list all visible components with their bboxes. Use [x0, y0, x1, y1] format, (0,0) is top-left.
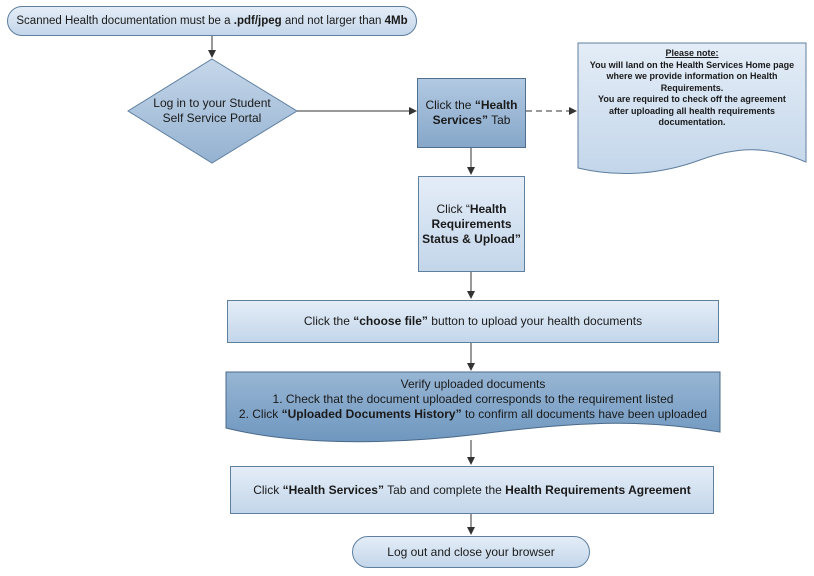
login-decision-shape: [127, 58, 298, 164]
note-text: Please note: You will land on the Health…: [582, 48, 802, 129]
choose-prefix: Click the: [303, 314, 354, 328]
status-prefix: Click “: [436, 201, 470, 216]
health-tab-bold-2: Services”: [432, 113, 488, 127]
status-line-2: Requirements: [431, 216, 512, 231]
note-title: Please note:: [665, 48, 719, 58]
health-tab-suffix: Tab: [487, 113, 511, 127]
verify-line-2-bold: “Uploaded Documents History”: [281, 406, 462, 421]
health-services-tab-step: Click the “Health Services” Tab: [417, 78, 526, 148]
note-line: where we provide information on Health: [606, 71, 778, 81]
verify-document-shape: [225, 371, 721, 443]
end-logout-pill: Log out and close your browser: [352, 536, 590, 568]
verify-line-2-prefix: 2. Click: [238, 406, 282, 421]
start-prefix: Scanned Health documentation must be a: [16, 14, 234, 27]
agreement-bold-2: Health Requirements Agreement: [505, 482, 691, 497]
health-tab-bold-1: “Health: [474, 98, 518, 112]
verify-line-1: 1. Check that the document uploaded corr…: [272, 391, 674, 406]
note-line: after uploading all health requirements: [608, 105, 776, 116]
agreement-middle: Tab and complete the: [383, 482, 506, 497]
start-size: 4Mb: [384, 14, 408, 27]
note-line: documentation.: [658, 117, 726, 127]
verify-title: Verify uploaded documents: [400, 376, 546, 391]
health-tab-prefix: Click the: [425, 98, 475, 112]
status-upload-step: Click “Health Requirements Status & Uplo…: [418, 176, 525, 272]
choose-suffix: button to upload your health documents: [427, 314, 643, 328]
verify-line-2-suffix: to confirm all documents have been uploa…: [461, 406, 708, 421]
note-line: Requirements.: [660, 82, 724, 93]
note-line: You will land on the Health Services Hom…: [589, 59, 795, 70]
start-requirement-pill: Scanned Health documentation must be a .…: [7, 6, 417, 36]
note-line: You are required to check off the agreem…: [598, 94, 786, 104]
agreement-step: Click “Health Services” Tab and complete…: [230, 466, 714, 514]
agreement-bold-1: “Health Services”: [282, 482, 384, 497]
login-decision-label: Log in to your Student Self Service Port…: [140, 90, 284, 132]
agreement-prefix: Click: [253, 482, 283, 497]
choose-bold: “choose file”: [353, 314, 428, 328]
choose-file-step: Click the “choose file” button to upload…: [227, 300, 719, 343]
end-label: Log out and close your browser: [387, 544, 555, 559]
note-document-shape: [577, 42, 807, 174]
verify-documents-step: Verify uploaded documents 1. Check that …: [228, 374, 718, 424]
status-line-3: Status & Upload”: [422, 231, 521, 246]
login-line-1: Log in to your Student: [153, 96, 271, 110]
login-line-2: Self Service Portal: [162, 111, 262, 125]
start-middle: and not larger than: [281, 14, 385, 27]
start-format: .pdf/jpeg: [233, 14, 282, 27]
status-line-1: Health: [469, 201, 507, 216]
